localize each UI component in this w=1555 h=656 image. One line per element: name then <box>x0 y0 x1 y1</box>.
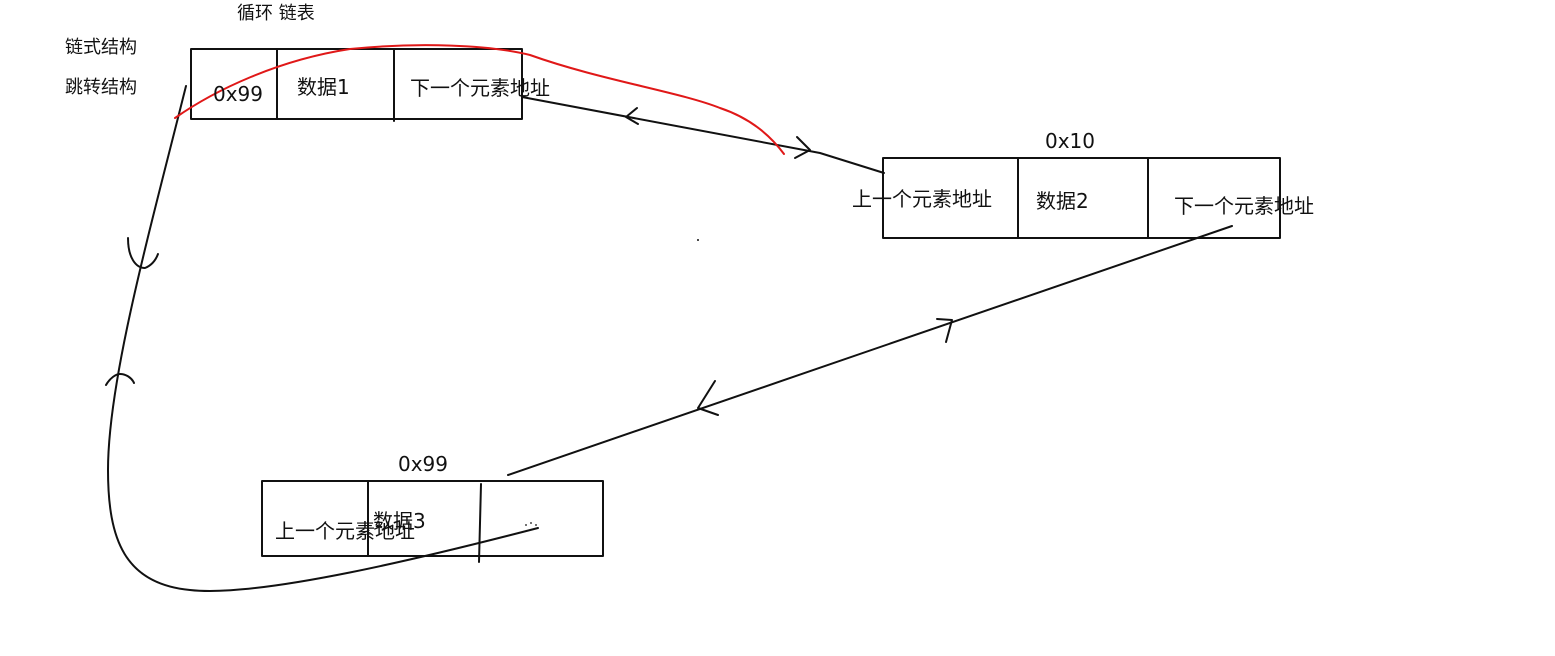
node2-address-label: 0x10 <box>1045 129 1096 153</box>
red-highlight-stroke <box>174 44 785 155</box>
link-node2-to-node3 <box>507 225 1233 476</box>
stray-dot <box>697 239 699 241</box>
node3-prev-cell: 上一个元素地址 <box>275 519 415 543</box>
node1-next-cell: 下一个元素地址 <box>410 76 550 100</box>
dot-mark-c <box>535 524 537 526</box>
node2-next-cell: 下一个元素地址 <box>1174 194 1314 218</box>
node1-address-cell: 0x99 <box>213 82 264 106</box>
arrowhead-prev-to-node2 <box>697 380 719 416</box>
arrowhead-up-loop <box>105 373 135 386</box>
node2-prev-cell: 上一个元素地址 <box>852 187 992 211</box>
node3-data-cell: 数据3 <box>373 509 426 533</box>
node3-address-label: 0x99 <box>398 452 449 476</box>
node3-divider-b <box>478 483 482 563</box>
link-node3-to-node1-loop <box>107 85 539 592</box>
node3-box <box>261 480 604 557</box>
arrowhead-down-loop <box>127 237 159 269</box>
diagram-title: 循环 链表 <box>237 3 315 24</box>
dot-mark-b <box>530 522 532 524</box>
node2-data-cell: 数据2 <box>1036 189 1089 213</box>
note-line-1: 链式结构 <box>65 37 137 58</box>
node2-box <box>882 157 1281 239</box>
note-line-2: 跳转结构 <box>65 77 137 98</box>
dot-mark-a <box>525 524 527 526</box>
link-node1-to-node2 <box>521 96 885 174</box>
arrowhead-prev-to-node1 <box>625 107 639 125</box>
node1-data-cell: 数据1 <box>297 75 350 99</box>
arrowhead-next-to-node2 <box>794 136 811 159</box>
arrowhead-next-to-node3 <box>936 318 953 343</box>
